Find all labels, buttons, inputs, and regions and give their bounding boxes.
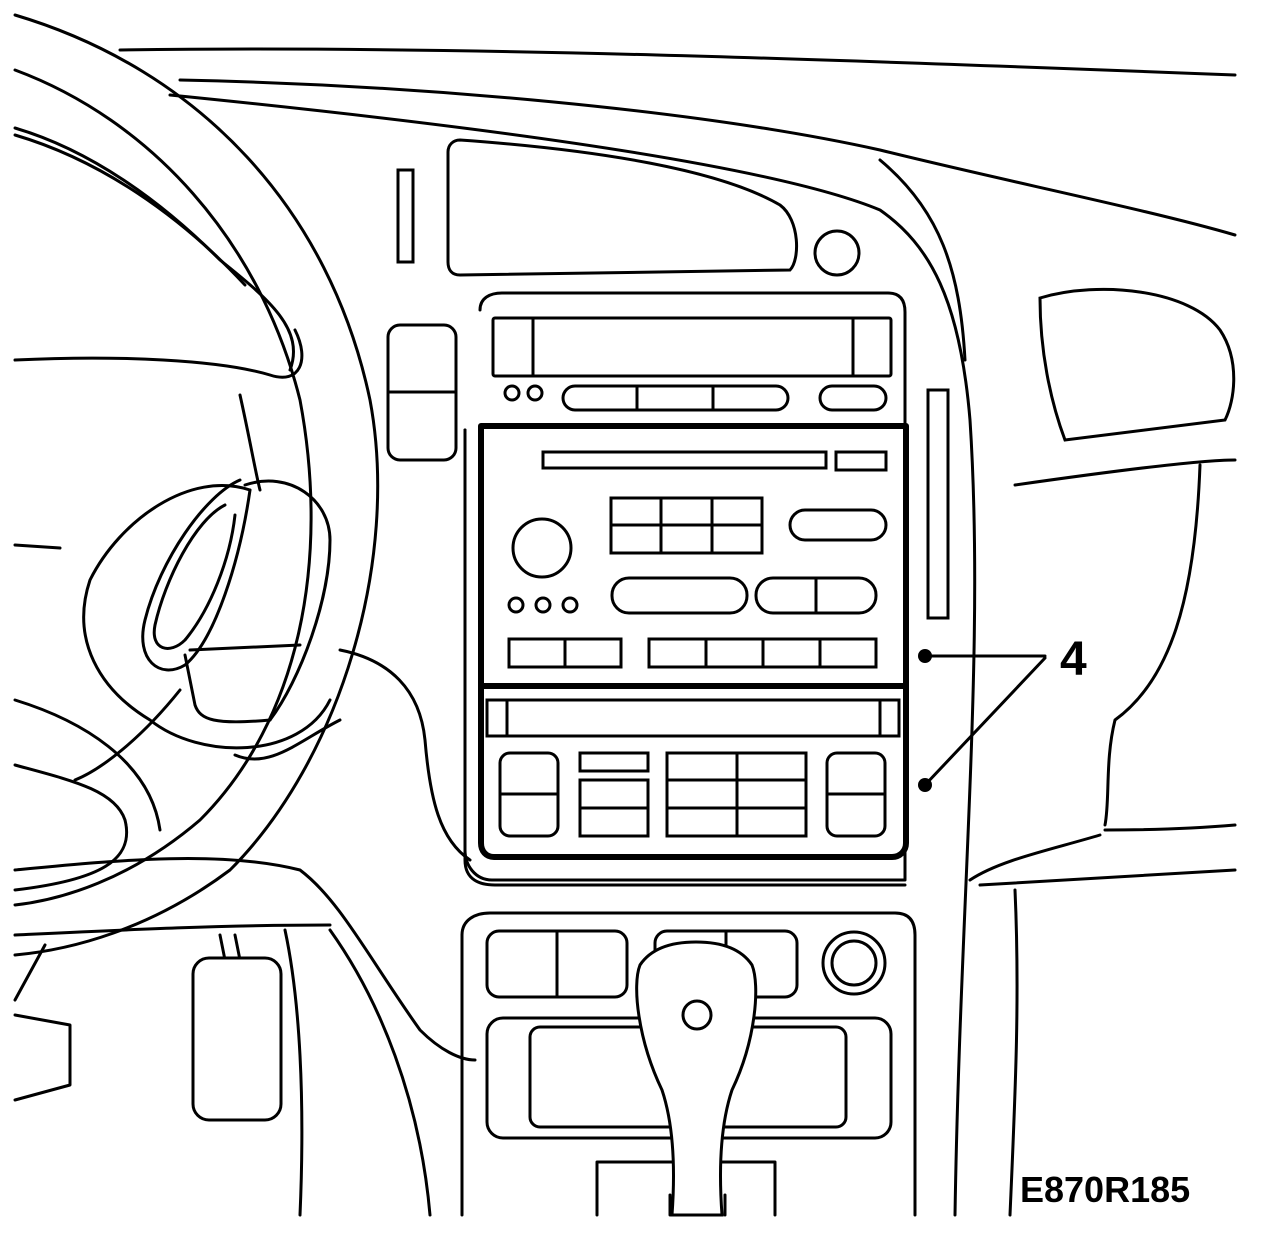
dashboard-top-edge (118, 47, 1237, 1217)
lower-dash-left (13, 648, 477, 1217)
defrost-slot (396, 168, 415, 264)
figure-code: E870R185 (1020, 1169, 1190, 1210)
display-unit (491, 316, 893, 412)
left-switch-panel (386, 168, 458, 462)
callout-4-leader: 4 (918, 633, 1087, 792)
side-vent-slot (926, 388, 950, 620)
callout-4-label: 4 (1060, 633, 1087, 686)
volume-knob (511, 517, 573, 579)
climate-control-unit (478, 683, 909, 860)
center-stack (463, 291, 907, 887)
radio-unit (478, 423, 909, 689)
steering-wheel (13, 13, 380, 957)
pedal (191, 956, 283, 1122)
clock (813, 229, 861, 277)
right-dash (926, 287, 1237, 1217)
gear-selector (635, 940, 758, 1217)
upper-center-vent (446, 138, 861, 277)
shift-button (681, 999, 713, 1031)
steering-column (73, 478, 342, 782)
preset-button-grid (609, 496, 764, 555)
right-air-vent (1038, 287, 1236, 442)
